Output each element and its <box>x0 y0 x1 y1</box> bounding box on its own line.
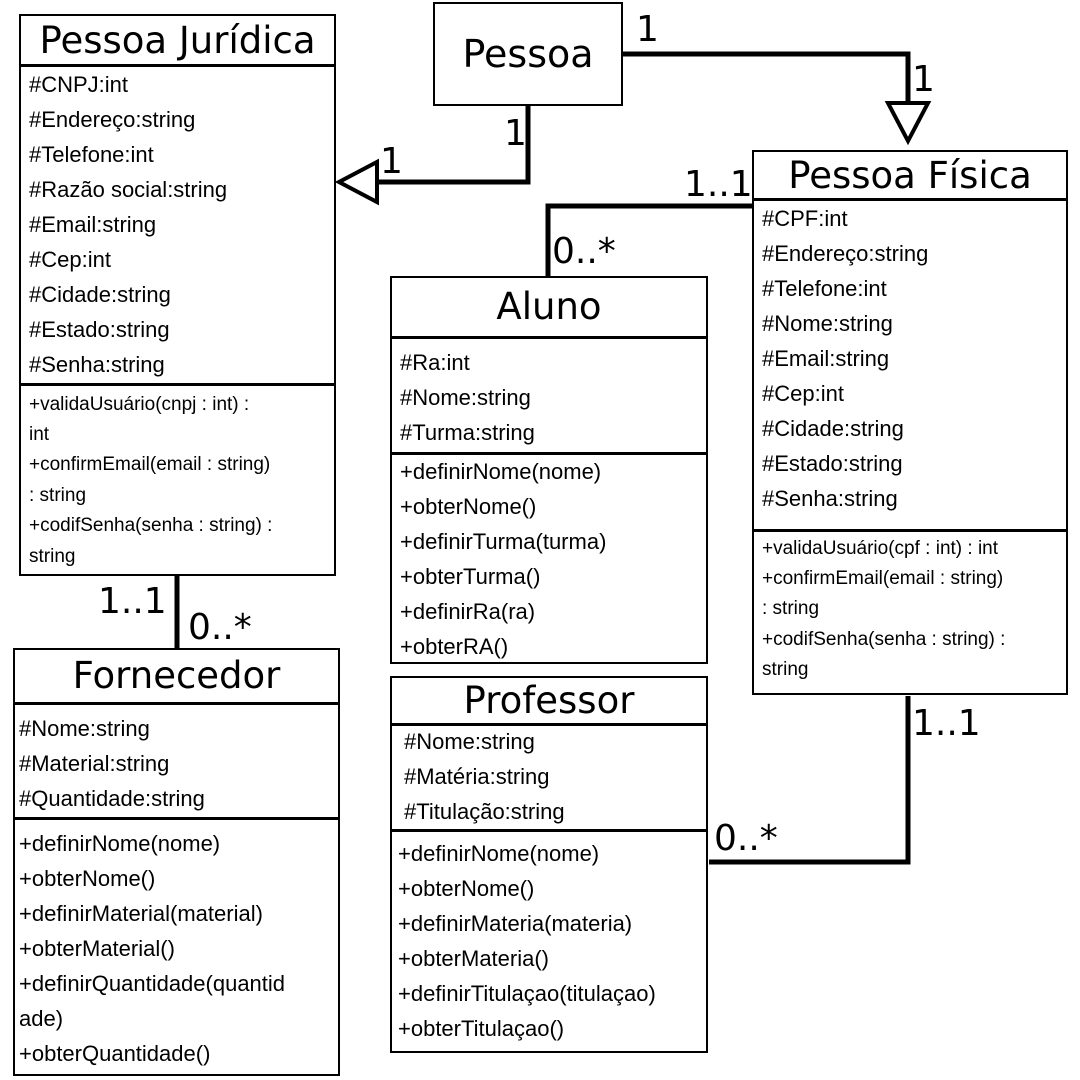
operation: +confirmEmail(email : string) <box>762 568 1004 589</box>
class-aluno[interactable]: Aluno #Ra:int #Nome:string #Turma:string… <box>390 276 708 664</box>
operation: +definirNome(nome) <box>400 459 602 484</box>
operation: +codifSenha(senha : string) : <box>762 629 1006 650</box>
attribute: #Titulação:string <box>404 799 565 824</box>
pessoa-juridica-generalization-arrowhead <box>334 158 379 206</box>
operation: +obterMaterial() <box>19 936 175 961</box>
operation: +definirNome(nome) <box>19 831 221 856</box>
attribute: #Nome:string <box>19 716 150 741</box>
class-fornecedor-name-divider <box>15 702 338 705</box>
class-professor-ops-divider <box>392 829 706 832</box>
class-aluno-name: Aluno <box>496 285 602 328</box>
operation: +definirTurma(turma) <box>400 529 607 554</box>
multiplicity-pessoa-fisica-source: 1 <box>636 9 659 50</box>
operation: +codifSenha(senha : string) : <box>29 515 273 536</box>
attribute: #Senha:string <box>29 352 165 377</box>
operation: : string <box>762 598 820 619</box>
operation: int <box>29 424 50 445</box>
attribute: #Material:string <box>19 751 170 776</box>
attribute: #Endereço:string <box>29 107 196 132</box>
class-professor[interactable]: Professor #Nome:string #Matéria:string #… <box>390 676 708 1053</box>
class-professor-name-divider <box>392 723 706 726</box>
attribute: #Cidade:string <box>29 282 171 307</box>
multiplicity-juridica-fornecedor-fornecedor-end: 0..* <box>188 607 252 648</box>
attribute: #Cep:int <box>762 381 844 406</box>
operation: +definirMateria(materia) <box>398 911 633 936</box>
operation: +definirNome(nome) <box>398 841 600 866</box>
multiplicity-fisica-professor-fisica-end: 1..1 <box>912 703 981 744</box>
operation: +obterTurma() <box>400 564 541 589</box>
class-pessoa-fisica-name: Pessoa Física <box>788 153 1032 197</box>
attribute: #Telefone:int <box>762 276 887 301</box>
operation: ade) <box>19 1006 64 1031</box>
multiplicity-fisica-professor-professor-end: 0..* <box>714 818 778 859</box>
class-aluno-ops-divider <box>392 452 706 455</box>
class-pessoa-juridica-name: Pessoa Jurídica <box>39 18 316 62</box>
class-pessoa[interactable]: Pessoa <box>433 2 623 106</box>
attribute: #Quantidade:string <box>19 786 205 811</box>
operation: +obterTitulaçao() <box>398 1016 565 1041</box>
attribute: #Turma:string <box>400 420 535 445</box>
pessoa-fisica-generalization-arrowhead <box>884 101 932 146</box>
attribute: #Nome:string <box>404 729 535 754</box>
operation: +definirMaterial(material) <box>19 901 263 926</box>
operation: +obterNome() <box>400 494 537 519</box>
operation: +obterQuantidade() <box>19 1041 211 1066</box>
attribute: #Nome:string <box>400 385 531 410</box>
class-aluno-name-divider <box>392 336 706 339</box>
multiplicity-juridica-fornecedor-juridica-end: 1..1 <box>98 581 167 622</box>
class-pessoa-fisica-ops-divider <box>754 529 1066 532</box>
operation: +validaUsuário(cnpj : int) : <box>29 394 250 415</box>
operation: string <box>762 659 809 680</box>
operation: +obterRA() <box>400 634 509 659</box>
class-professor-name: Professor <box>463 679 635 722</box>
multiplicity-fisica-aluno-fisica-end: 1..1 <box>684 164 753 205</box>
fisica-professor-association-line <box>709 696 911 865</box>
multiplicity-fisica-aluno-aluno-end: 0..* <box>552 231 616 272</box>
attribute: #Razão social:string <box>29 177 228 202</box>
class-pessoa-fisica-name-divider <box>754 198 1066 201</box>
attribute: #Cep:int <box>29 247 111 272</box>
operation: +obterNome() <box>398 876 535 901</box>
class-fornecedor[interactable]: Fornecedor #Nome:string #Material:string… <box>13 648 340 1076</box>
multiplicity-pessoa-juridica-source: 1 <box>504 113 527 154</box>
fisica-aluno-association-line <box>545 203 752 276</box>
operation: +confirmEmail(email : string) <box>29 454 271 475</box>
operation: : string <box>29 485 87 506</box>
class-pessoa-juridica-ops-divider <box>21 383 334 386</box>
attribute: #Email:string <box>29 212 157 237</box>
attribute: #Senha:string <box>762 486 898 511</box>
operation: +validaUsuário(cpf : int) : int <box>762 538 999 559</box>
pessoa-fisica-generalization-line <box>622 51 911 102</box>
attribute: #Nome:string <box>762 311 893 336</box>
class-pessoa-juridica-name-divider <box>21 64 334 67</box>
operation: +definirRa(ra) <box>400 599 536 624</box>
attribute: #Matéria:string <box>404 764 550 789</box>
attribute: #Email:string <box>762 346 890 371</box>
attribute: #CPF:int <box>762 206 848 231</box>
class-pessoa-juridica[interactable]: Pessoa Jurídica #CNPJ:int #Endereço:stri… <box>19 14 336 576</box>
operation: +definirTitulaçao(titulaçao) <box>398 981 656 1006</box>
class-fornecedor-ops-divider <box>15 817 338 820</box>
operation: +obterMateria() <box>398 946 550 971</box>
attribute: #Endereço:string <box>762 241 929 266</box>
attribute: #Estado:string <box>762 451 903 476</box>
pessoa-juridica-generalization-line <box>378 106 531 185</box>
attribute: #Cidade:string <box>762 416 904 441</box>
class-pessoa-name: Pessoa <box>462 32 594 76</box>
class-fornecedor-name: Fornecedor <box>72 654 281 697</box>
class-pessoa-fisica[interactable]: Pessoa Física #CPF:int #Endereço:string … <box>752 150 1068 695</box>
attribute: #Telefone:int <box>29 142 154 167</box>
attribute: #Ra:int <box>400 350 470 375</box>
attribute: #Estado:string <box>29 317 170 342</box>
multiplicity-pessoa-juridica-target: 1 <box>380 141 403 182</box>
operation: string <box>29 546 76 567</box>
operation: +definirQuantidade(quantid <box>19 971 286 996</box>
attribute: #CNPJ:int <box>29 72 129 97</box>
operation: +obterNome() <box>19 866 156 891</box>
multiplicity-pessoa-fisica-target: 1 <box>912 59 935 100</box>
